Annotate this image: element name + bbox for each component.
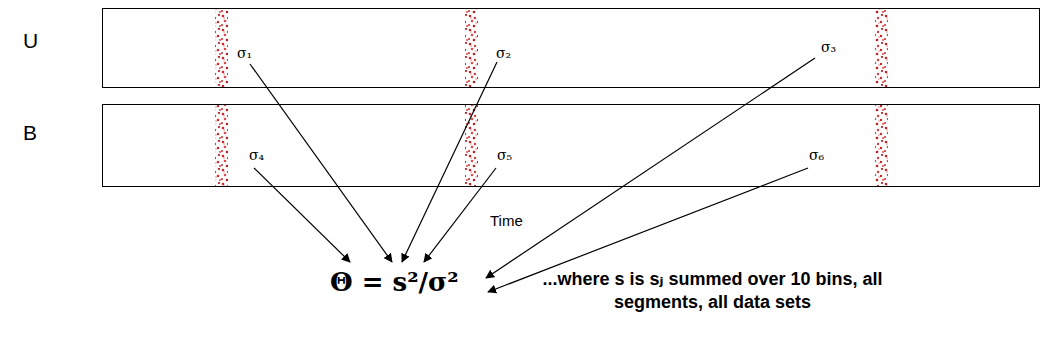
speckle-band xyxy=(465,9,478,87)
leader-arrow xyxy=(402,62,497,262)
row-label: U xyxy=(23,29,38,53)
speckle-band xyxy=(465,105,478,186)
timeline-band: Bσ₄σ₅σ₆ xyxy=(102,104,1040,187)
speckle-band xyxy=(215,105,228,186)
speckle-band xyxy=(875,9,888,87)
row-label: B xyxy=(23,121,37,145)
leader-arrow xyxy=(486,58,815,278)
sigma-label: σ₂ xyxy=(496,45,511,61)
note-text: ...where s is sⱼ summed over 10 bins, al… xyxy=(540,268,885,313)
sigma-label: σ₁ xyxy=(237,45,252,61)
sigma-label: σ₃ xyxy=(821,39,836,55)
speckled-bands xyxy=(215,9,888,186)
sigma-label: σ₅ xyxy=(497,147,512,163)
sigma-label: σ₆ xyxy=(809,147,824,163)
leader-arrow xyxy=(254,168,350,262)
timeline-band: Uσ₁σ₂σ₃ xyxy=(102,8,1040,88)
sigma-label: σ₄ xyxy=(249,147,264,163)
speckle-band xyxy=(215,9,228,87)
leader-arrow xyxy=(424,168,496,262)
axis-label: Time xyxy=(490,212,523,231)
leader-arrows xyxy=(250,58,815,292)
leader-arrow xyxy=(250,64,392,262)
formula: Θ = s²/σ² xyxy=(330,266,459,299)
speckle-band xyxy=(875,105,888,186)
